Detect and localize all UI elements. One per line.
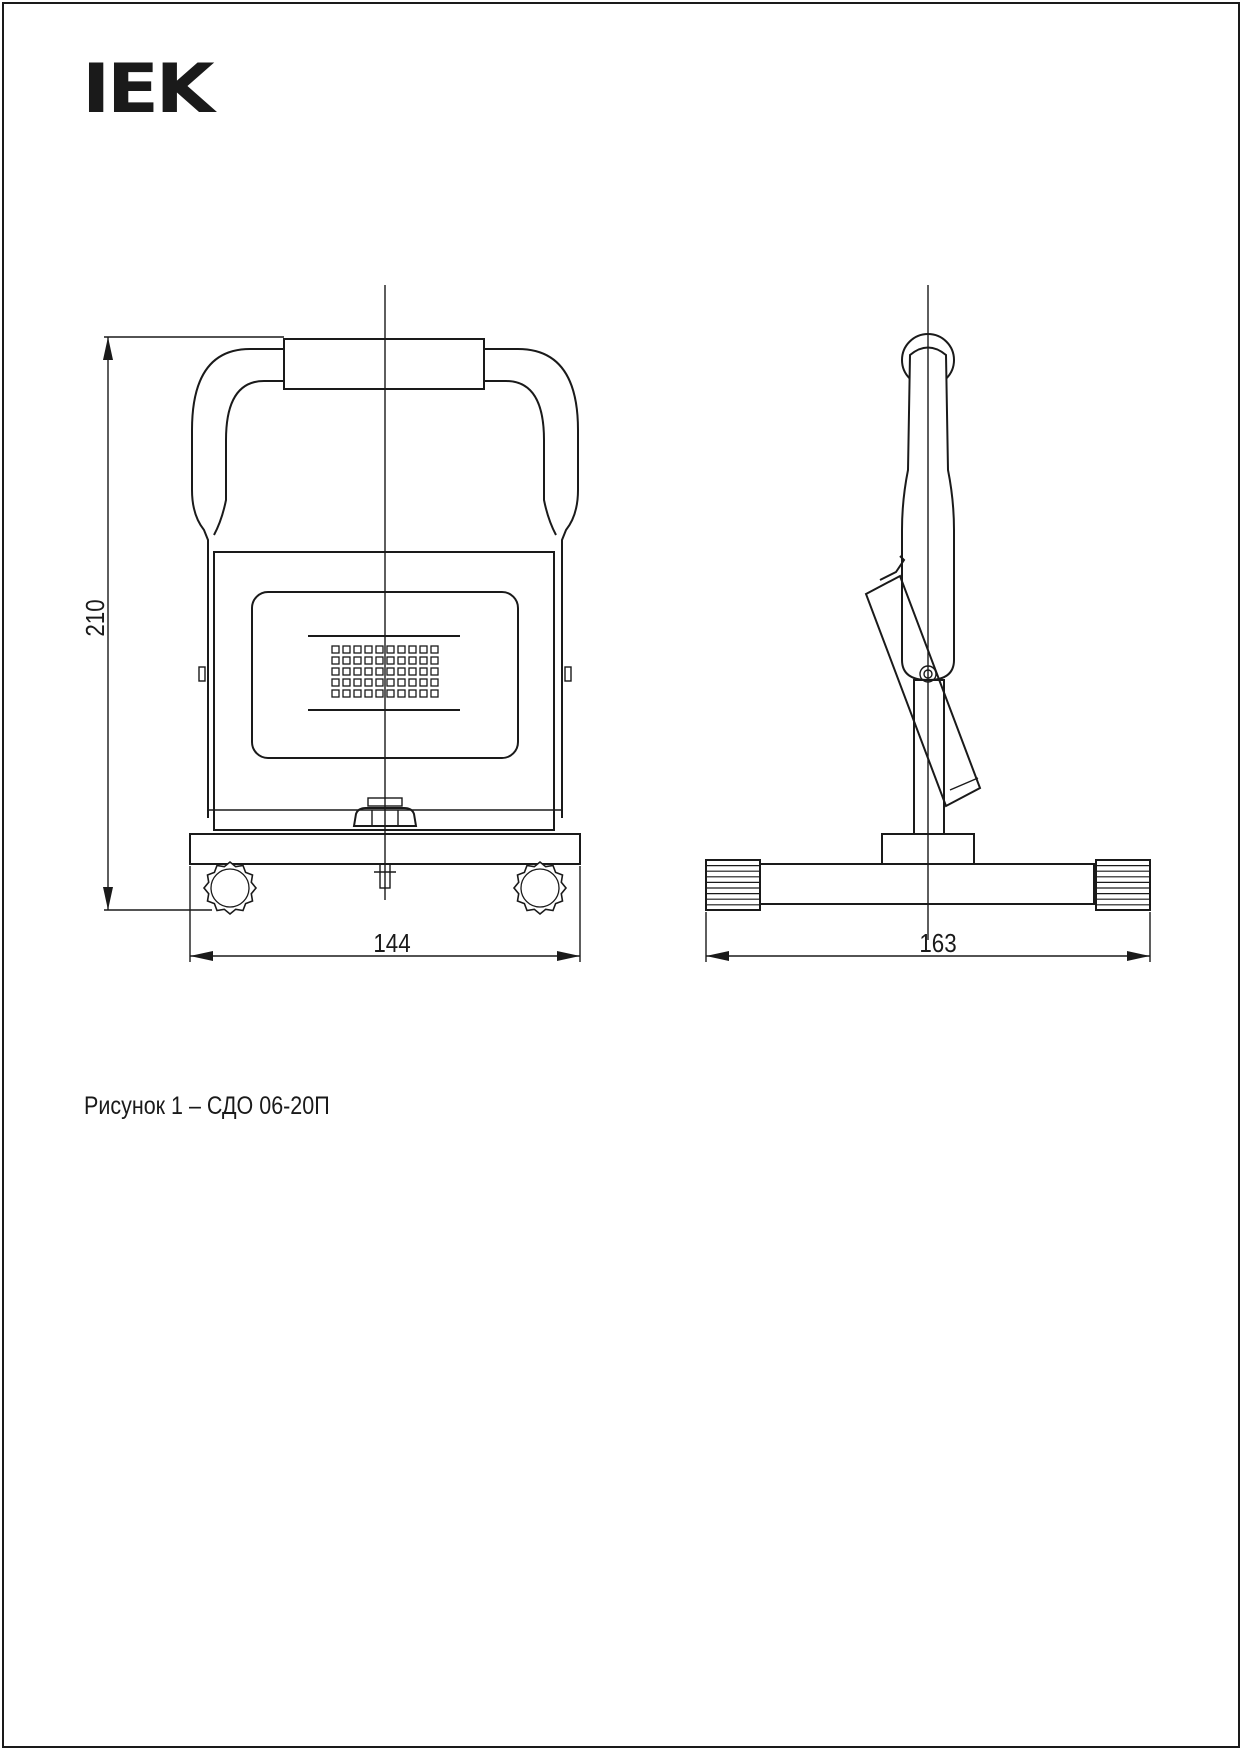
dimension-front-width-label: 144 [373,929,410,958]
front-view [189,285,581,916]
side-view [705,285,1151,940]
foot-right [512,860,568,916]
iek-logo: IEK [82,50,215,129]
floodlight-body [213,551,555,831]
foot-left [202,860,258,916]
dimension-side-width-label: 163 [919,929,956,958]
handle-grip [283,338,485,390]
side-dimensions: 163 [705,912,1151,962]
front-dimensions: 210 144 [81,336,581,962]
led-matrix [331,645,439,698]
end-cap-right [1095,859,1151,911]
dimension-height-label: 210 [81,599,110,636]
side-base-bar [759,863,1095,905]
side-pole [913,679,945,835]
figure-caption: Рисунок 1 – СДО 06-20П [84,1092,330,1120]
end-cap-left [705,859,761,911]
